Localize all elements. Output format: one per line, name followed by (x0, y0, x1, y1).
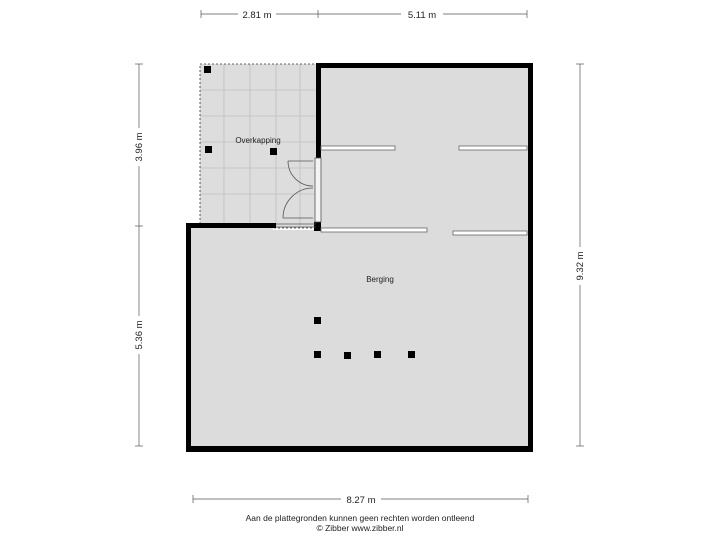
post-marker (314, 351, 321, 358)
post-marker (204, 66, 211, 73)
wall-lower-top (186, 223, 276, 228)
door-swing (282, 187, 314, 219)
post-marker (205, 146, 212, 153)
dimension-label-backgrounds (132, 7, 587, 506)
overkapping-floor (200, 64, 318, 228)
room-label-overkapping: Overkapping (235, 136, 280, 145)
shelf (320, 227, 428, 233)
door-assembly (276, 157, 322, 228)
shelf (458, 145, 528, 151)
dim-label-left-upper: 3.96 m (134, 132, 145, 161)
walls (186, 63, 533, 452)
wall-left (186, 223, 191, 452)
wall-right (528, 63, 533, 452)
copyright-text: © Zibber www.zibber.nl (316, 523, 404, 533)
berging-posts (314, 317, 415, 359)
dim-label-top-left: 2.81 m (242, 10, 271, 21)
post-marker (270, 148, 277, 155)
wall-top (317, 63, 533, 68)
post-marker (344, 352, 351, 359)
dim-label-left-lower: 5.36 m (134, 320, 145, 349)
post-marker (314, 317, 321, 324)
disclaimer-text: Aan de plattegronden kunnen geen rechten… (245, 513, 475, 523)
overkapping-area (199, 63, 319, 229)
wall-inner-upper (316, 63, 321, 158)
door-swing (287, 160, 314, 187)
wall-inner-stub (314, 222, 321, 231)
door-frame (314, 157, 322, 223)
berging-floor (190, 67, 529, 448)
dim-label-right: 9.32 m (575, 251, 586, 280)
dim-label-top-right: 5.11 m (408, 10, 436, 21)
shelf (452, 230, 528, 236)
tile-grid (200, 64, 318, 228)
shelf (320, 145, 396, 151)
dim-label-bottom: 8.27 m (346, 495, 375, 506)
wall-bottom (186, 446, 533, 452)
shelves (320, 145, 528, 236)
room-label-berging: Berging (366, 275, 394, 284)
post-marker (374, 351, 381, 358)
post-marker (408, 351, 415, 358)
